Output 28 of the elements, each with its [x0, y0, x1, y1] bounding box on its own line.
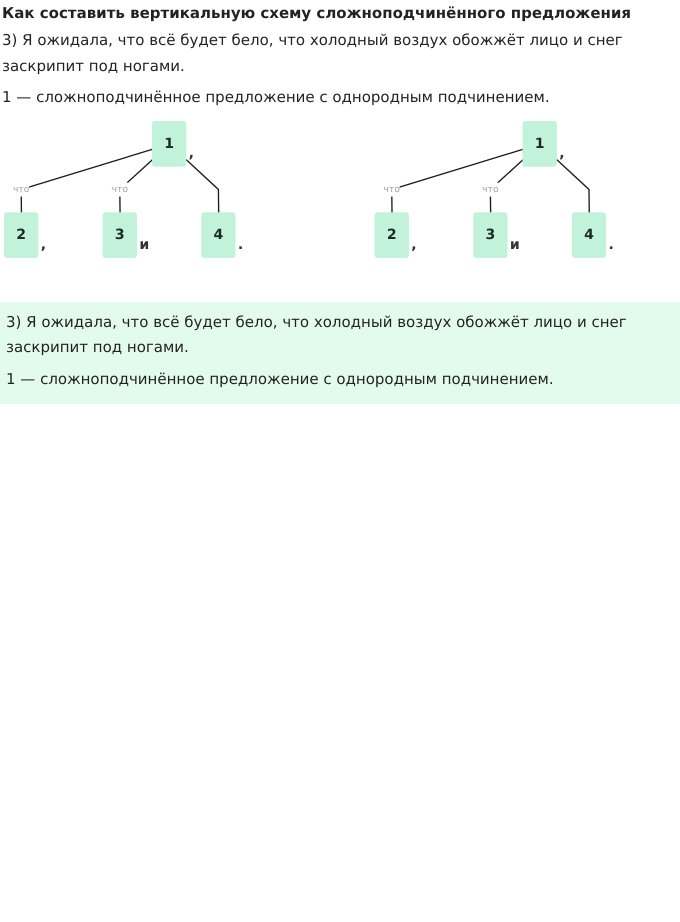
clause-box: 2 [4, 212, 38, 258]
scheme-note: 1 — сложноподчинённое предложение с однородным подчинением. [1, 87, 551, 108]
sentence-text: 3) Я ожидала, что всё будет бело, что холодный воздух обожжёт лицо и снег заскрипит под ногами. [1, 30, 624, 76]
sentence-text: 3) Я ожидала, что всё будет бело, что холодный воздух обожжёт лицо и снег заскрипит под ногами. [5, 312, 628, 358]
scheme-note: 1 — сложноподчинённое предложение с однородным подчинением. [5, 368, 555, 390]
clause-box: 3 [102, 212, 137, 258]
punctuation-mark: , [411, 236, 417, 252]
clause-box: 4 [572, 212, 606, 258]
connector [20, 148, 153, 212]
connector [391, 148, 524, 212]
punctuation-mark: . [238, 236, 244, 252]
punctuation-mark: и [139, 236, 150, 252]
clause-box: 4 [201, 212, 236, 258]
punctuation-mark: , [188, 144, 194, 161]
punctuation-mark: и [510, 236, 520, 252]
clause-box: 1 [152, 120, 186, 166]
scheme-diagram: что что что что 1 , 2 , 3 и 4 . 1 , 2 , 3 и 4 . [0, 116, 680, 294]
punctuation-mark: . [608, 236, 614, 252]
clause-box: 2 [374, 212, 409, 258]
heading: Как составить вертикальную схему сложноподчинённого предложения [1, 4, 632, 22]
punctuation-mark: , [559, 144, 565, 161]
connector [490, 158, 524, 212]
connector [556, 158, 590, 212]
clause-box: 3 [473, 212, 508, 258]
punctuation-mark: , [40, 236, 46, 252]
connector [119, 158, 153, 212]
clause-box: 1 [522, 120, 557, 166]
connector [186, 158, 220, 212]
